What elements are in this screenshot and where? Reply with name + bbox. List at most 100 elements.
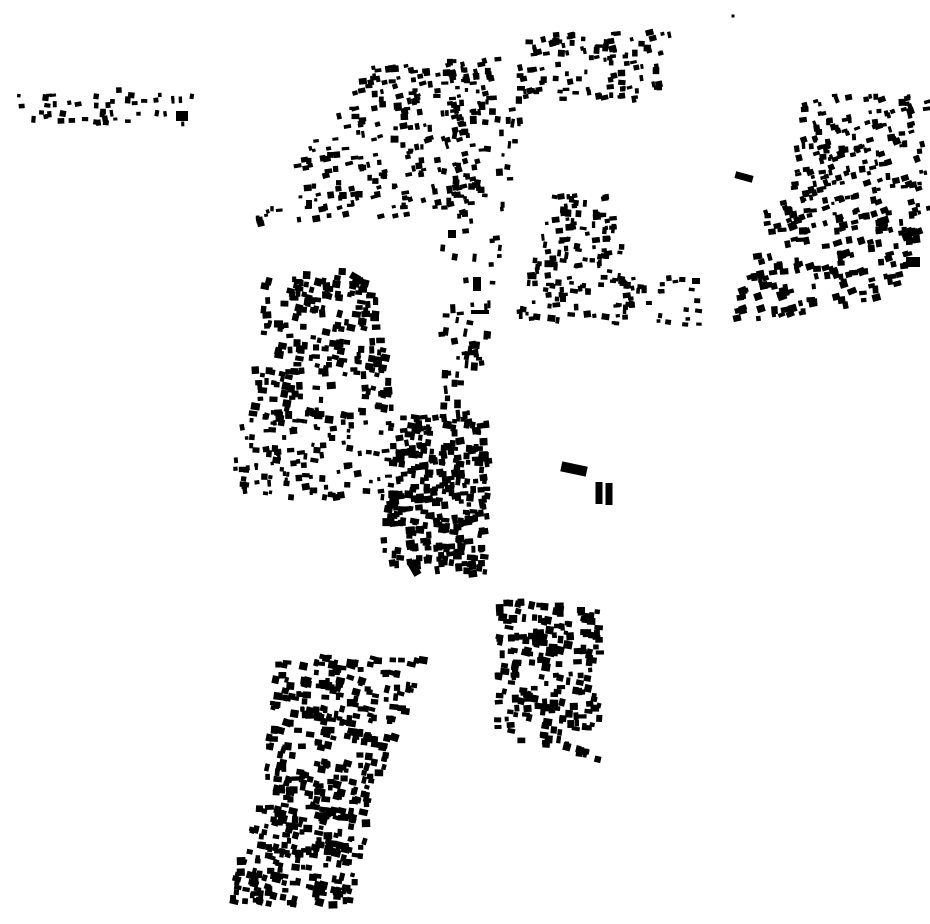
building xyxy=(313,873,322,879)
building xyxy=(268,490,273,495)
building xyxy=(426,531,432,539)
building xyxy=(794,260,804,268)
building xyxy=(178,96,183,104)
building xyxy=(341,146,350,151)
building xyxy=(356,351,361,358)
building xyxy=(377,477,381,482)
building xyxy=(348,185,355,192)
building xyxy=(346,434,351,440)
building xyxy=(328,339,337,348)
building xyxy=(731,14,735,18)
building xyxy=(851,133,857,141)
building xyxy=(454,563,463,572)
building xyxy=(442,313,450,318)
building xyxy=(478,360,485,366)
building xyxy=(752,252,763,260)
building xyxy=(420,447,428,454)
building xyxy=(378,172,383,177)
building xyxy=(429,448,435,455)
building xyxy=(263,412,270,420)
building xyxy=(463,198,470,204)
building xyxy=(895,138,901,143)
building xyxy=(308,286,315,294)
building xyxy=(841,117,851,123)
building xyxy=(293,339,301,347)
building xyxy=(248,434,255,441)
building xyxy=(410,483,420,490)
building xyxy=(367,174,372,181)
building xyxy=(474,158,481,165)
building xyxy=(405,539,416,548)
building xyxy=(404,154,412,160)
building xyxy=(475,179,481,187)
building xyxy=(361,769,368,776)
building xyxy=(790,185,799,191)
building xyxy=(318,679,326,685)
building xyxy=(586,89,592,96)
building xyxy=(780,306,790,314)
building xyxy=(366,661,375,668)
building xyxy=(810,174,816,180)
building xyxy=(544,221,549,226)
building xyxy=(868,283,876,289)
building xyxy=(562,87,570,92)
building xyxy=(442,420,452,430)
building xyxy=(271,874,282,884)
building xyxy=(116,87,122,93)
building xyxy=(842,169,850,177)
building xyxy=(507,680,516,685)
building xyxy=(891,177,901,185)
building xyxy=(280,389,289,399)
building xyxy=(613,321,620,326)
building xyxy=(569,288,579,294)
building xyxy=(622,54,629,59)
building xyxy=(895,270,904,279)
building xyxy=(451,516,459,524)
building xyxy=(420,197,427,204)
building xyxy=(336,469,341,475)
building xyxy=(575,750,583,758)
building xyxy=(102,119,110,126)
building xyxy=(609,92,614,99)
building xyxy=(564,50,570,56)
building xyxy=(376,159,382,166)
building xyxy=(609,215,617,221)
building xyxy=(356,752,364,758)
building xyxy=(618,92,626,99)
building xyxy=(354,355,359,364)
building xyxy=(539,66,545,71)
building xyxy=(811,134,819,142)
building xyxy=(378,430,384,435)
building xyxy=(564,71,569,77)
building xyxy=(672,279,679,284)
building xyxy=(664,319,672,325)
building xyxy=(369,655,380,662)
building xyxy=(604,225,609,231)
building xyxy=(271,675,280,685)
building xyxy=(889,183,896,189)
building xyxy=(433,93,441,99)
building xyxy=(492,235,501,241)
building xyxy=(44,102,51,108)
building xyxy=(801,101,809,110)
building xyxy=(870,209,879,218)
building xyxy=(540,617,549,626)
building xyxy=(555,316,560,324)
building xyxy=(244,436,249,440)
building xyxy=(844,130,851,137)
building xyxy=(400,707,410,716)
building xyxy=(411,165,416,172)
building xyxy=(827,265,836,275)
building xyxy=(361,393,370,400)
building xyxy=(657,312,663,319)
building xyxy=(596,714,603,723)
building xyxy=(351,687,361,697)
building xyxy=(527,600,536,610)
building xyxy=(459,99,465,107)
building xyxy=(294,278,303,285)
building xyxy=(499,129,504,137)
building xyxy=(293,362,302,367)
building xyxy=(564,620,570,626)
building xyxy=(566,632,575,641)
building xyxy=(488,262,494,267)
